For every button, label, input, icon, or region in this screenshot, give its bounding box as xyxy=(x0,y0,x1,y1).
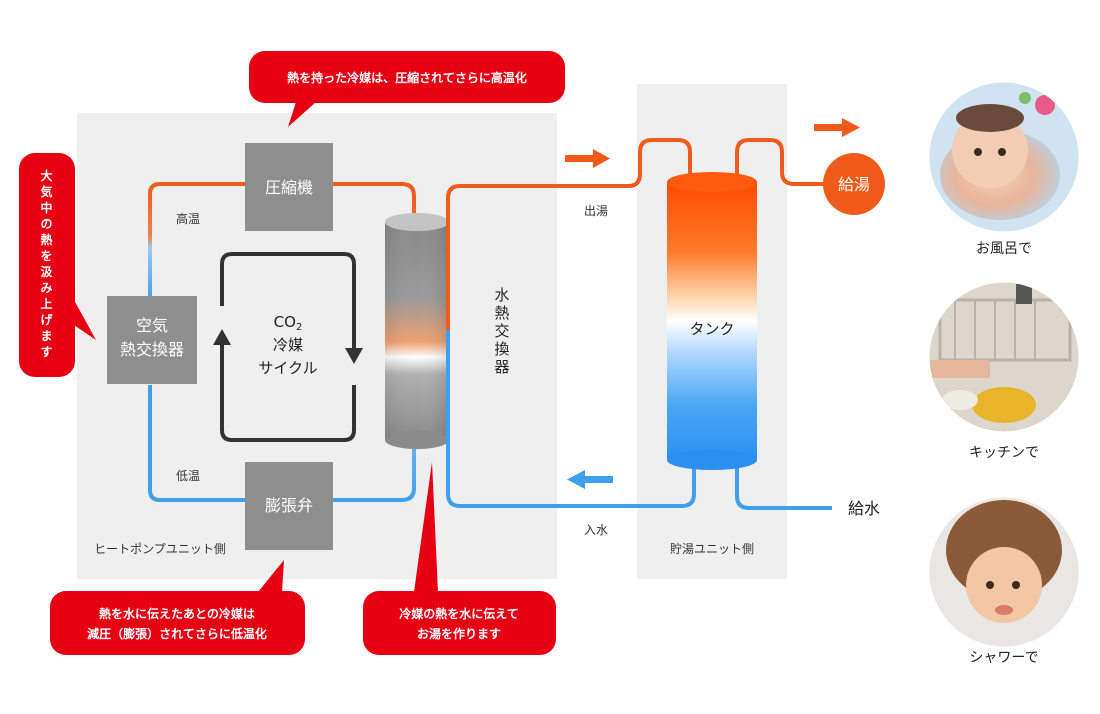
svg-text:減圧（膨張）されてさらに低温化: 減圧（膨張）されてさらに低温化 xyxy=(87,626,267,641)
water-supply-label: 給水 xyxy=(848,499,880,518)
hot-supply-badge xyxy=(823,153,885,215)
svg-text:熱を持った冷媒は、圧縮されてさらに高温化: 熱を持った冷媒は、圧縮されてさらに高温化 xyxy=(287,70,527,85)
air-heat-exchanger xyxy=(107,296,197,384)
hot-out-arrow-icon xyxy=(565,149,610,168)
refrigerant-pipe-bottom-left xyxy=(148,385,245,502)
svg-text:大気中の熱を汲み上げます: 大気中の熱を汲み上げます xyxy=(40,168,53,359)
heat-pump-unit-label: ヒートポンプユニット側 xyxy=(94,542,226,556)
exchanger-callout: 冷媒の熱を水に伝えて お湯を作ります xyxy=(363,462,556,655)
high-temp-label: 高温 xyxy=(176,211,200,226)
use-shower-label: シャワーで xyxy=(969,650,1038,666)
svg-text:お湯を作ります: お湯を作ります xyxy=(417,626,501,641)
valve-callout: 熱を水に伝えたあとの冷媒は 減圧（膨張）されてさらに低温化 xyxy=(50,560,305,655)
low-temp-label: 低温 xyxy=(176,469,200,483)
cycle-refrigerant-label: 冷媒 xyxy=(273,336,303,354)
hot-supply-label: 給湯 xyxy=(838,175,870,194)
bath-photo xyxy=(929,82,1079,232)
use-kitchen-label: キッチンで xyxy=(969,445,1039,461)
cycle-loop-bottom xyxy=(220,345,356,442)
compressor-callout: 熱を持った冷媒は、圧縮されてさらに高温化 xyxy=(249,51,565,127)
kitchen-photo xyxy=(929,282,1079,432)
hot-supply-pipe xyxy=(735,138,826,186)
cycle-label: サイクル xyxy=(258,359,317,377)
water-exchanger-vertical-label: 水熱交換器 xyxy=(494,286,511,376)
cycle-arrow-up-icon xyxy=(213,329,231,345)
svg-text:水熱交換器: 水熱交換器 xyxy=(494,286,511,376)
expansion-valve xyxy=(245,462,333,550)
water-supply-pipe xyxy=(735,460,832,510)
refrigerant-pipe-top-left xyxy=(148,182,245,300)
shower-photo xyxy=(929,497,1079,647)
inlet-water-pipe xyxy=(446,330,696,508)
water-in-label: 入水 xyxy=(584,523,608,537)
air-exchanger-label-2: 熱交換器 xyxy=(120,340,184,359)
svg-text:熱を水に伝えたあとの冷媒は: 熱を水に伝えたあとの冷媒は xyxy=(99,606,255,621)
compressor-label: 圧縮機 xyxy=(265,178,313,197)
tank xyxy=(667,182,757,460)
tank-label: タンク xyxy=(689,320,734,338)
svg-text:冷媒の熱を水に伝えて: 冷媒の熱を水に伝えて xyxy=(399,606,518,621)
hot-out-label: 出湯 xyxy=(584,204,608,218)
cycle-co2-label: CO2 xyxy=(274,313,303,333)
compressor xyxy=(245,143,333,231)
air-exchanger-label-1: 空気 xyxy=(136,316,168,335)
air-callout: 大気中の熱を汲み上げます xyxy=(19,153,96,377)
expansion-valve-label: 膨張弁 xyxy=(265,496,313,515)
hot-water-pipe xyxy=(446,138,692,330)
cycle-loop-top xyxy=(220,252,356,350)
cycle-arrow-down-icon xyxy=(345,348,363,364)
use-bath-label: お風呂で xyxy=(976,241,1032,257)
supply-arrow-icon xyxy=(814,118,860,137)
water-in-arrow-icon xyxy=(567,470,613,489)
storage-unit-label: 貯湯ユニット側 xyxy=(670,542,754,556)
